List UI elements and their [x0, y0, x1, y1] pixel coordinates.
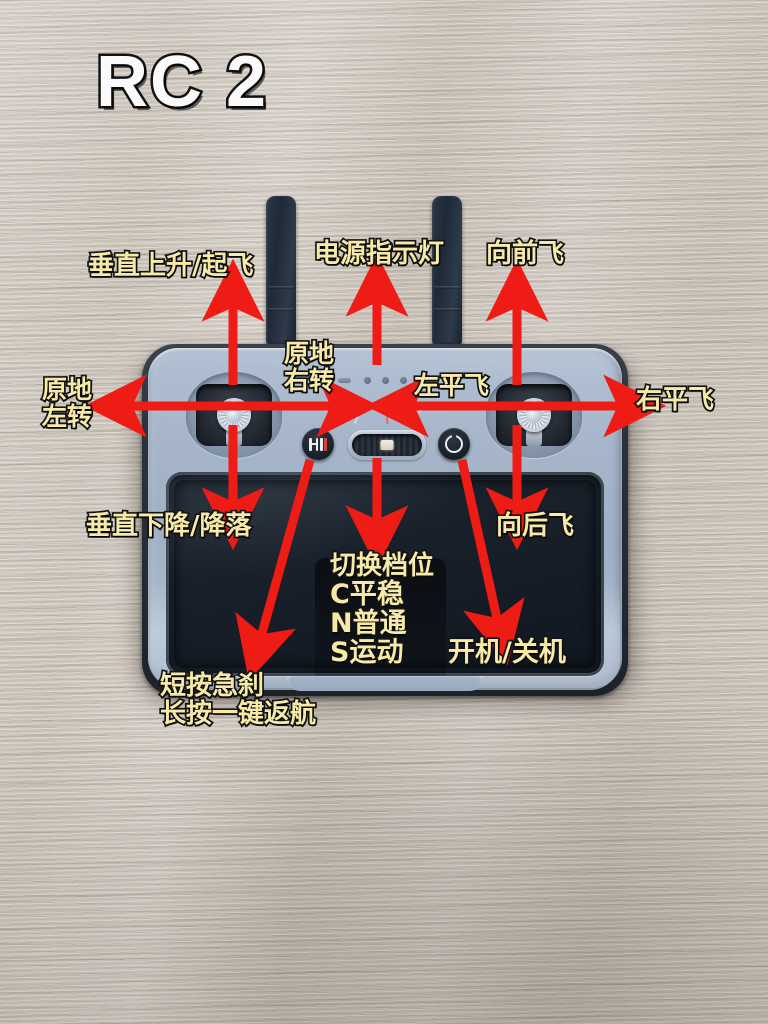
- label-mode-group: 切换档位 C平稳 N普通 S运动: [328, 550, 435, 670]
- label-strafe-left: 左平飞: [412, 370, 490, 400]
- led-dot: [382, 377, 389, 384]
- flight-mode-switch[interactable]: [348, 430, 426, 460]
- label-strafe-right: 右平飞: [634, 384, 715, 416]
- led-bar: [338, 378, 351, 383]
- pause-icon: [302, 428, 334, 460]
- power-icon: [445, 435, 463, 453]
- antenna-right-icon: [432, 196, 462, 358]
- label-mode-title: 切换档位: [328, 550, 435, 582]
- label-mode-c: C平稳: [328, 578, 405, 611]
- label-mode-s: S运动: [328, 637, 405, 670]
- label-power-button: 开机/关机: [446, 636, 567, 669]
- label-yaw-left: 原地 左转: [40, 374, 93, 431]
- label-descend: 垂直下降/降落: [84, 510, 253, 542]
- left-stick-knob[interactable]: [217, 398, 251, 432]
- label-mode-n: N普通: [328, 607, 408, 640]
- label-power-led: 电源指示灯: [312, 238, 445, 270]
- label-ascend: 垂直上升/起飞: [86, 250, 255, 282]
- mode-switch-slider[interactable]: [380, 440, 394, 450]
- screen-reflection: [314, 557, 447, 676]
- led-dot: [364, 377, 371, 384]
- right-stick-post: [526, 428, 542, 446]
- label-forward: 向前飞: [484, 238, 565, 270]
- power-button[interactable]: [438, 428, 470, 460]
- label-brake-long: 长按一键返航: [158, 698, 317, 730]
- antenna-left-icon: [266, 196, 296, 358]
- page-title: RC 2: [93, 42, 269, 122]
- mode-switch-scale: C N S: [352, 404, 422, 428]
- label-backward: 向后飞: [494, 510, 575, 542]
- left-control-stick[interactable]: [186, 372, 282, 458]
- pause-return-home-button[interactable]: [302, 428, 334, 460]
- led-dot: [400, 377, 407, 384]
- mode-option-c: C: [352, 404, 361, 416]
- label-yaw-right: 原地 右转: [282, 338, 335, 395]
- right-stick-knob[interactable]: [517, 398, 551, 432]
- mode-option-n: N: [383, 404, 392, 416]
- label-brake-short: 短按急刹: [158, 670, 265, 702]
- mode-option-s: S: [414, 404, 422, 416]
- right-control-stick[interactable]: [486, 372, 582, 458]
- label-brake-group: 短按急刹 长按一键返航: [158, 670, 317, 730]
